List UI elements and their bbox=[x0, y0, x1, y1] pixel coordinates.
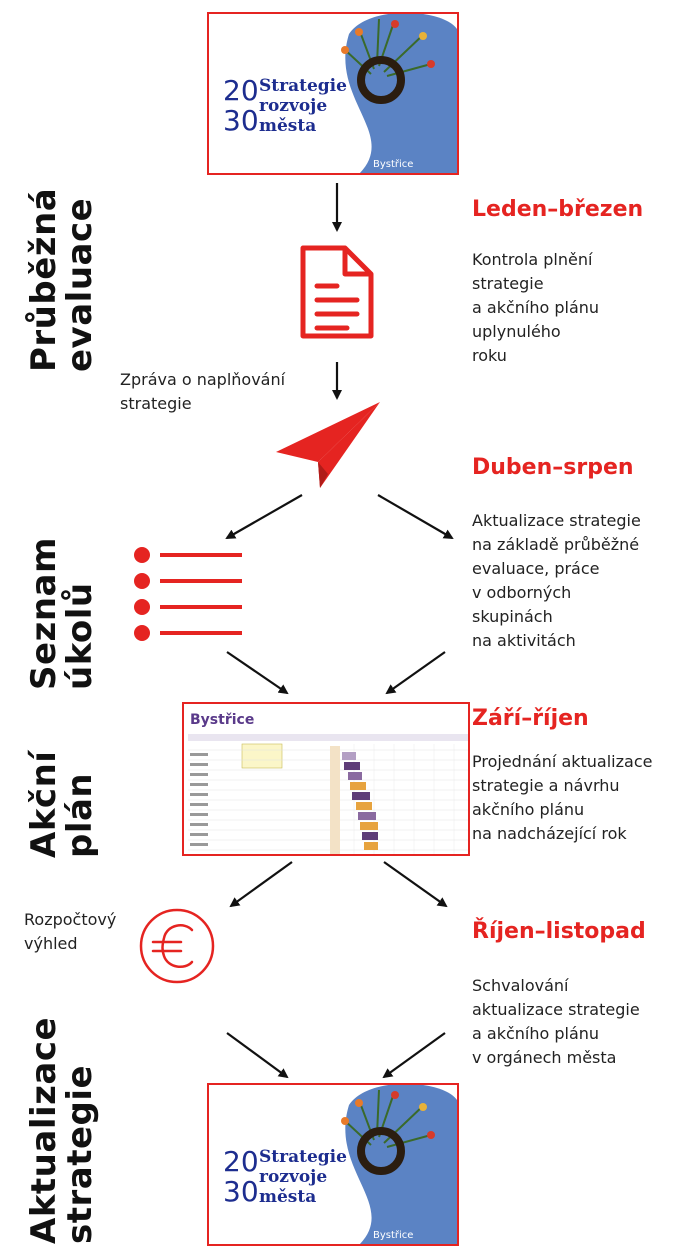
phase-title-2: Duben–srpen bbox=[472, 455, 634, 480]
label-aktualizace-strategie: Aktualizace strategie bbox=[24, 1016, 100, 1244]
arrow-right-to-plan bbox=[385, 651, 446, 695]
cover-graphic bbox=[341, 14, 457, 173]
euro-icon bbox=[139, 908, 215, 984]
label-prubezna-evaluace: Průběžná evaluace bbox=[24, 187, 100, 372]
label-akcni-plan: Akční plán bbox=[24, 750, 100, 858]
cover-title: Strategie rozvoje města bbox=[259, 1147, 347, 1207]
cover-year: 20 30 bbox=[223, 74, 259, 137]
note-report: Zpráva o naplňování strategie bbox=[120, 370, 286, 413]
arrow-plane-to-list bbox=[225, 494, 303, 539]
cover-title: Strategie rozvoje města bbox=[259, 76, 347, 136]
list-icon bbox=[134, 547, 242, 641]
document-icon bbox=[300, 245, 374, 339]
strategy-cover-top: 20 30 Strategie rozvoje města Bystřice bbox=[207, 12, 459, 175]
plan-gantt bbox=[188, 734, 468, 854]
action-plan-thumbnail: Bystřice bbox=[182, 702, 470, 856]
phase-title-1: Leden–březen bbox=[472, 197, 644, 222]
arrow-right-to-cover bbox=[382, 1032, 446, 1079]
cover-graphic bbox=[341, 1085, 457, 1244]
plan-title: Bystřice bbox=[190, 712, 255, 728]
arrow-euro-to-cover bbox=[226, 1032, 289, 1079]
paper-plane-icon bbox=[276, 402, 380, 488]
strategy-cover-bottom: 20 30 Strategie rozvoje města Bystřice bbox=[207, 1083, 459, 1246]
cover-city: Bystřice bbox=[373, 159, 414, 170]
arrow-plan-to-euro bbox=[229, 861, 293, 908]
note-budget: Rozpočtový výhled bbox=[24, 910, 117, 953]
cover-year: 20 30 bbox=[223, 1145, 259, 1208]
phase-desc-3: Projednání aktualizace strategie a návrh… bbox=[472, 752, 653, 843]
phase-desc-2: Aktualizace strategie na základě průběžn… bbox=[472, 511, 641, 650]
phase-desc-4: Schvalování aktualizace strategie a akčn… bbox=[472, 976, 640, 1067]
arrow-list-to-plan bbox=[226, 651, 289, 695]
label-seznam-ukolu: Seznam úkolů bbox=[24, 537, 100, 690]
phase-desc-1: Kontrola plnění strategie a akčního plán… bbox=[472, 250, 600, 365]
phase-title-3: Září–říjen bbox=[472, 706, 589, 731]
arrow-plan-to-right bbox=[383, 861, 448, 908]
phase-title-4: Říjen–listopad bbox=[472, 919, 646, 944]
arrow-plane-to-right bbox=[377, 494, 454, 540]
cover-city: Bystřice bbox=[373, 1230, 414, 1241]
